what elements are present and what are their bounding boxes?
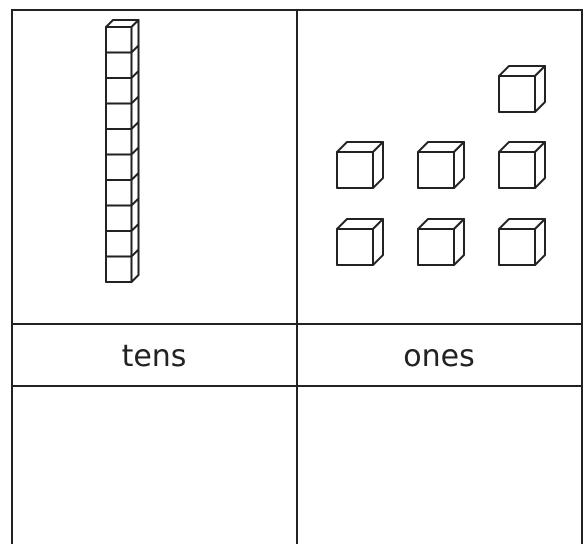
unit-cube-icon [337, 142, 383, 188]
unit-cube-icon [418, 219, 464, 265]
cube-front-face [499, 76, 535, 112]
cube-front-face [499, 152, 535, 188]
unit-cube-icon [499, 142, 545, 188]
unit-cube-icon [499, 219, 545, 265]
cube-front-face [418, 152, 454, 188]
cube-front-face [337, 152, 373, 188]
tens-answer-cell[interactable] [13, 387, 296, 543]
ones-answer-cell[interactable] [298, 387, 581, 543]
tens-blocks-area [106, 20, 139, 282]
cube-front-face [499, 229, 535, 265]
tens-label: tens [122, 339, 187, 374]
ones-blocks-area [337, 66, 545, 265]
ones-label: ones [403, 339, 474, 374]
ten-rod-icon [106, 20, 139, 282]
unit-cube-icon [499, 66, 545, 112]
unit-cube-icon [337, 219, 383, 265]
cube-front-face [337, 229, 373, 265]
cube-front-face [418, 229, 454, 265]
unit-cube-icon [418, 142, 464, 188]
